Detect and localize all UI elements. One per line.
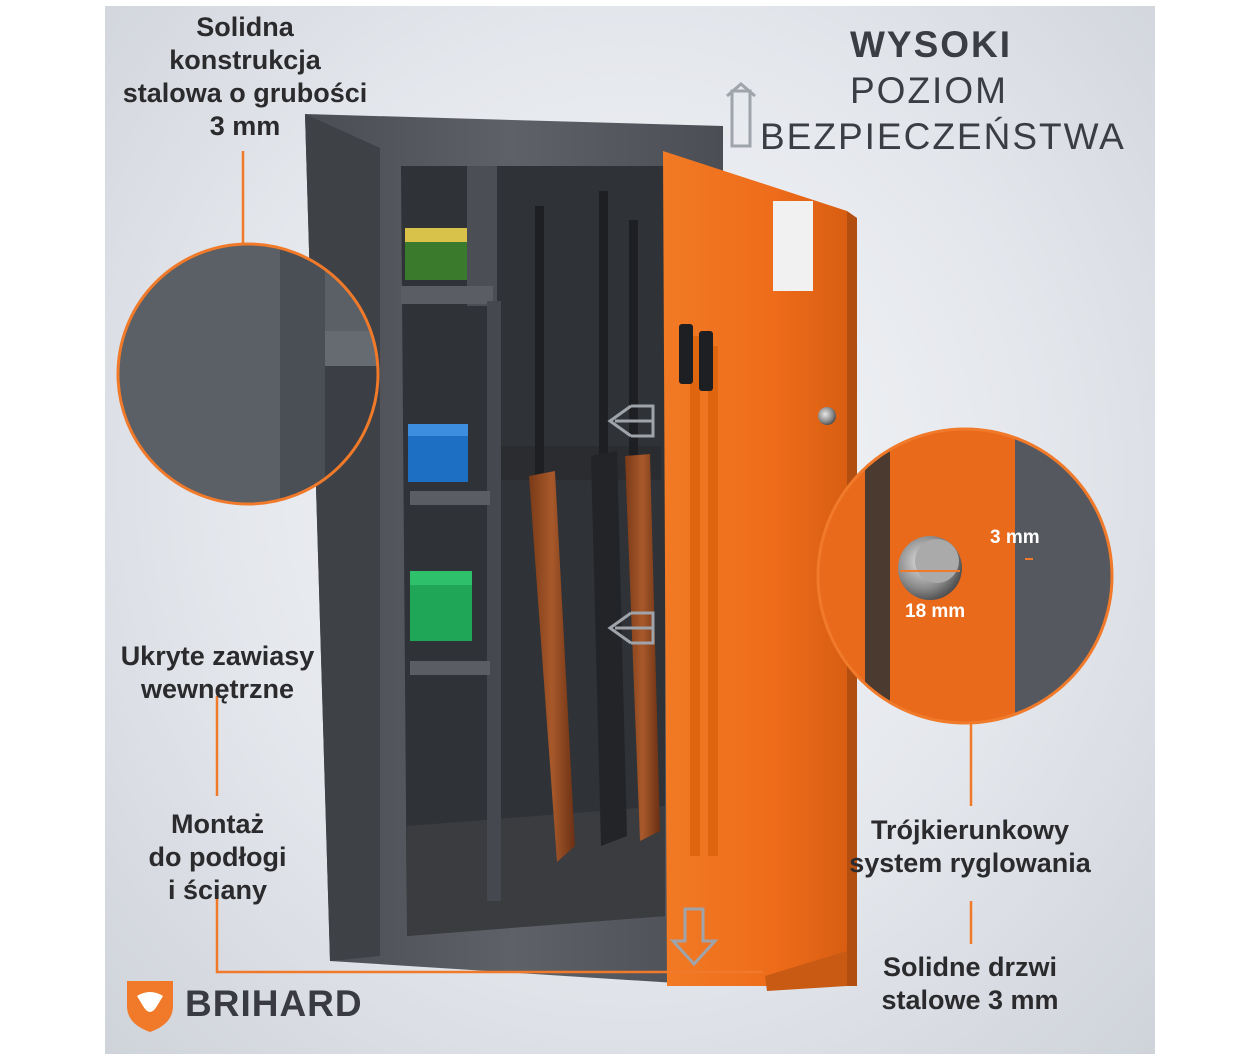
door-bolt	[818, 407, 836, 425]
feature-text: Solidna	[196, 12, 294, 42]
certificate-plate	[773, 201, 813, 291]
feature-steel-construction: Solidna konstrukcja stalowa o grubości 3…	[105, 11, 385, 143]
rifles	[529, 191, 660, 862]
headline-line-2: POZIOM	[850, 70, 1008, 111]
feature-text: konstrukcja	[169, 44, 321, 75]
brand-name: BRIHARD	[185, 983, 363, 1024]
brihard-logo-icon	[127, 981, 173, 1032]
feature-text: Montaż	[171, 809, 264, 839]
arrow-up-icon	[726, 82, 756, 148]
feature-locking-system: Trójkierunkowy system ryglowania	[835, 814, 1105, 880]
arrow-left-icon	[607, 404, 655, 438]
feature-text: Trójkierunkowy	[870, 815, 1070, 845]
feature-text: stalowa o grubości	[122, 77, 368, 108]
headline-line-3: BEZPIECZEŃSTWA	[760, 116, 1126, 157]
bolt-diameter-label: 18 mm	[905, 601, 966, 622]
feature-text: 3 mm	[209, 110, 281, 141]
feature-text: system ryglowania	[849, 847, 1091, 878]
feature-text: do podłogi	[148, 841, 287, 872]
shelf	[410, 491, 490, 505]
feature-text: Ukryte zawiasy	[120, 641, 315, 671]
bolt-thickness-label: 3 mm	[990, 527, 1040, 548]
feature-solid-door: Solidne drzwi stalowe 3 mm	[845, 951, 1095, 1017]
feature-mounting: Montaż do podłogi i ściany	[105, 808, 330, 907]
feature-text: i ściany	[167, 874, 268, 905]
feature-text: Solidne drzwi	[882, 952, 1057, 982]
gun-safe-illustration	[116, 82, 1114, 1032]
arrow-down-icon	[669, 907, 719, 967]
arrow-left-icon	[607, 611, 655, 645]
shelf	[410, 661, 490, 675]
product-image: WYSOKI POZIOM BEZPIECZEŃSTWA Solidna kon…	[105, 6, 1155, 1054]
feature-hidden-hinges: Ukryte zawiasy wewnętrzne	[105, 640, 330, 706]
feature-text: stalowe 3 mm	[881, 984, 1059, 1015]
headline-line-1: WYSOKI	[850, 24, 1013, 65]
feature-text: wewnętrzne	[140, 673, 295, 704]
connector-line	[215, 898, 763, 974]
